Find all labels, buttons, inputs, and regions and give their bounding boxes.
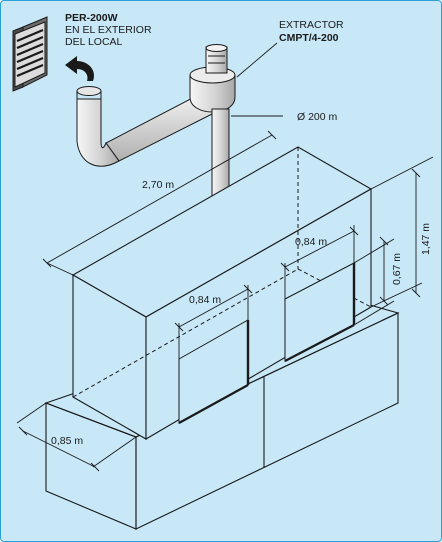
extractor-fan: [189, 44, 236, 113]
extractor-label: EXTRACTOR: [279, 19, 344, 31]
duct-upper-pipe: [76, 91, 102, 101]
hidden-edges: [72, 147, 372, 398]
depth-dimension-label: 0,85 m: [51, 435, 83, 447]
length-dimension-label: 2,70 m: [142, 179, 174, 191]
grille-label-line3: DEL LOCAL: [65, 36, 123, 48]
opening-width-right-label: 0,84 m: [295, 236, 327, 248]
base-side-face: [135, 312, 399, 530]
extractor-model-label: CMPT/4-200: [279, 32, 339, 44]
duct-elbow: [76, 98, 120, 167]
opening-width-left-label: 0,84 m: [189, 294, 221, 306]
duct-outlet: [76, 86, 102, 96]
fan-motor-top: [205, 44, 228, 52]
curved-arrow-icon: [65, 56, 95, 81]
grille-label-line2: EN EL EXTERIOR: [65, 24, 152, 36]
height-dimension-label: 1,47 m: [420, 223, 432, 255]
diameter-label: Ø 200 m: [297, 111, 338, 123]
openings: [178, 262, 356, 424]
grille-label-model: PER-200W: [65, 12, 118, 24]
wall-grille-icon: [12, 16, 48, 92]
dimension-lines: [16, 42, 434, 472]
opening-height-label: 0,67 m: [391, 253, 403, 285]
